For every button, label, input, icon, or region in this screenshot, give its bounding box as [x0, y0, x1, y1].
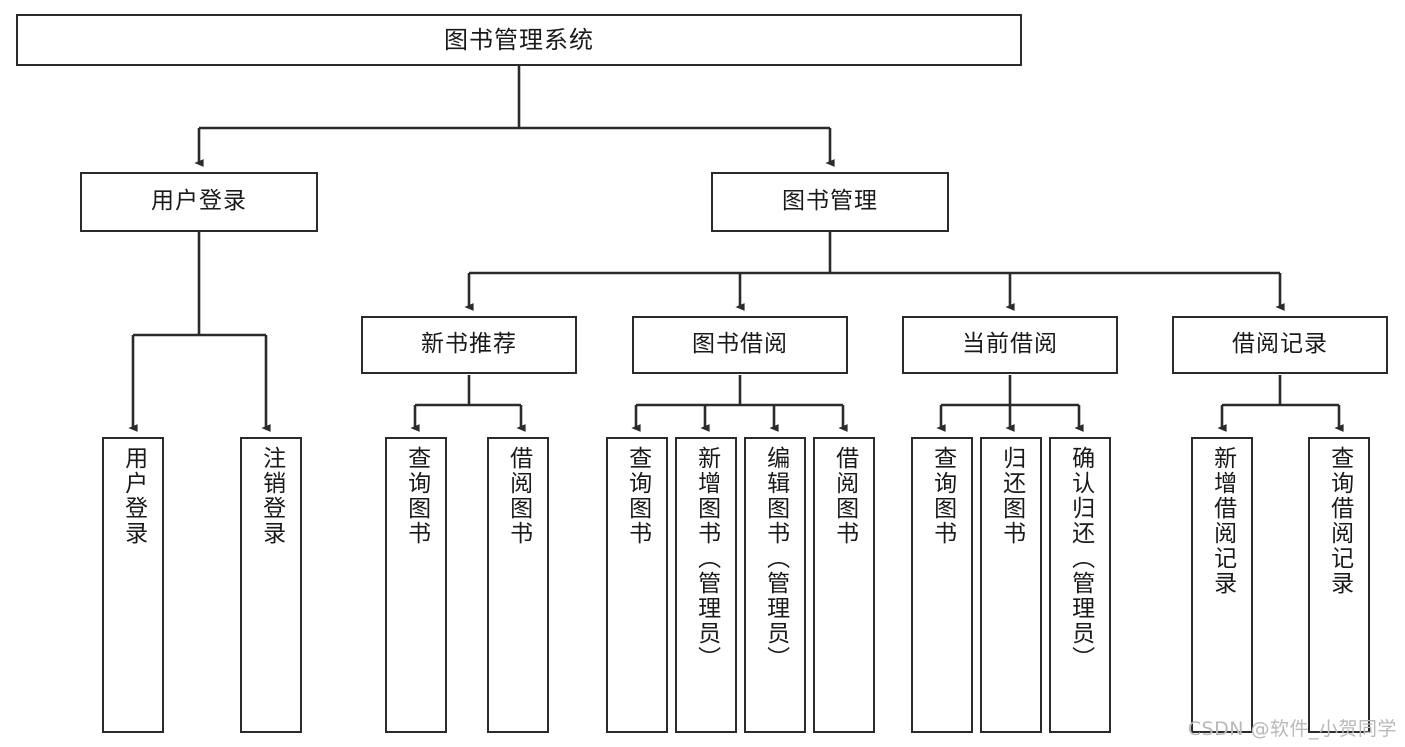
- node-label: 借阅记录: [1232, 331, 1328, 358]
- leaf-label: 新增图书（管理员）: [693, 446, 720, 671]
- leaf-add-borrow-record[interactable]: 新增借阅记录: [1191, 437, 1253, 733]
- leaf-query-book-current[interactable]: 查询图书: [911, 437, 973, 733]
- leaf-query-borrow-record[interactable]: 查询借阅记录: [1308, 437, 1370, 733]
- leaf-confirm-return-admin[interactable]: 确认归还（管理员）: [1049, 437, 1111, 733]
- leaf-label: 查询借阅记录: [1326, 446, 1353, 596]
- leaf-label: 确认归还（管理员）: [1067, 446, 1094, 671]
- node-borrow-record[interactable]: 借阅记录: [1172, 316, 1388, 374]
- node-label: 图书借阅: [692, 331, 788, 358]
- leaf-borrow-book-recommend[interactable]: 借阅图书: [487, 437, 549, 733]
- leaf-query-book-recommend[interactable]: 查询图书: [385, 437, 447, 733]
- node-book-management[interactable]: 图书管理: [711, 172, 949, 232]
- leaf-label: 查询图书: [403, 446, 430, 546]
- node-user-login[interactable]: 用户登录: [80, 172, 318, 232]
- leaf-edit-book-admin[interactable]: 编辑图书（管理员）: [744, 437, 806, 733]
- node-label: 图书管理系统: [444, 25, 594, 54]
- leaf-user-login[interactable]: 用户登录: [102, 437, 164, 733]
- node-label: 图书管理: [782, 188, 878, 215]
- leaf-add-book-admin[interactable]: 新增图书（管理员）: [675, 437, 737, 733]
- leaf-logout[interactable]: 注销登录: [240, 437, 302, 733]
- csdn-watermark: CSDN @软件_小贺同学: [1187, 718, 1397, 740]
- leaf-query-book-borrow[interactable]: 查询图书: [606, 437, 668, 733]
- node-label: 新书推荐: [421, 331, 517, 358]
- leaf-label: 查询图书: [929, 446, 956, 546]
- node-root-book-management-system[interactable]: 图书管理系统: [16, 14, 1022, 66]
- leaf-label: 编辑图书（管理员）: [762, 446, 789, 671]
- leaf-label: 用户登录: [120, 446, 147, 546]
- node-book-borrow[interactable]: 图书借阅: [632, 316, 848, 374]
- node-current-borrow[interactable]: 当前借阅: [902, 316, 1118, 374]
- node-label: 当前借阅: [962, 331, 1058, 358]
- leaf-label: 新增借阅记录: [1209, 446, 1236, 596]
- node-new-book-recommend[interactable]: 新书推荐: [361, 316, 577, 374]
- leaf-label: 注销登录: [258, 446, 285, 546]
- node-label: 用户登录: [151, 188, 247, 215]
- leaf-return-book[interactable]: 归还图书: [980, 437, 1042, 733]
- leaf-label: 查询图书: [624, 446, 651, 546]
- leaf-label: 借阅图书: [505, 446, 532, 546]
- leaf-label: 归还图书: [998, 446, 1025, 546]
- leaf-label: 借阅图书: [831, 446, 858, 546]
- leaf-borrow-book[interactable]: 借阅图书: [813, 437, 875, 733]
